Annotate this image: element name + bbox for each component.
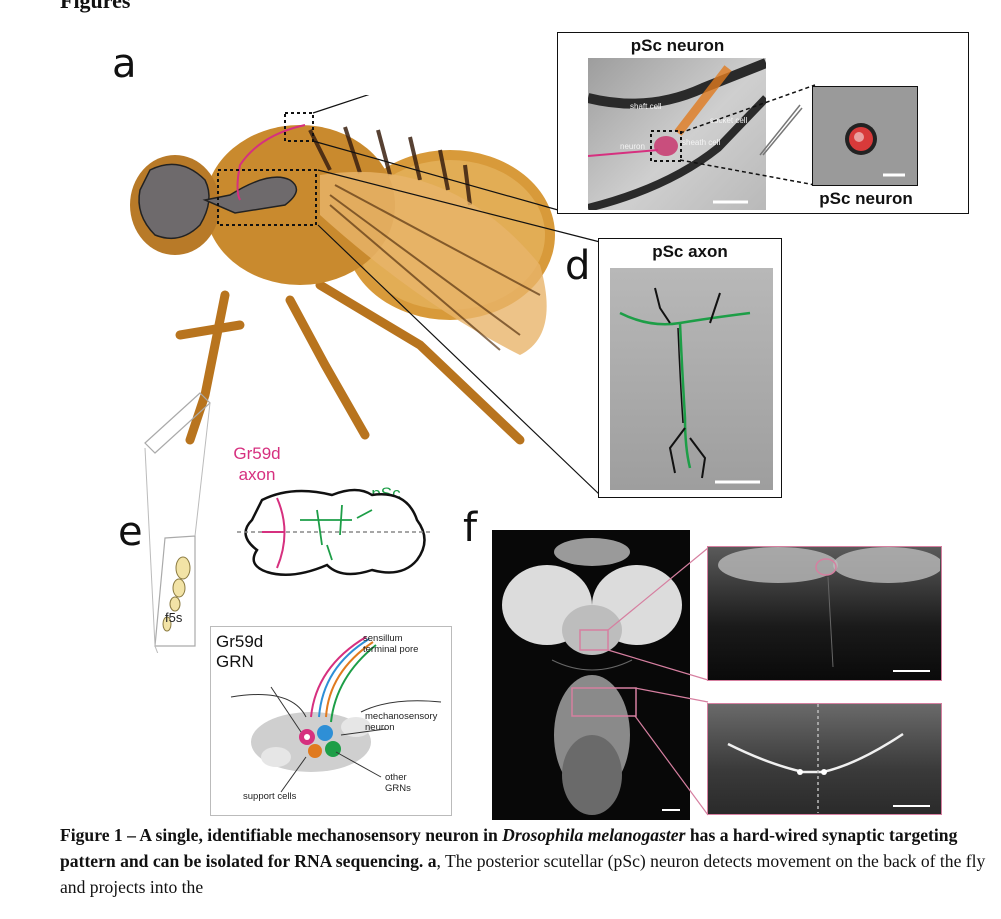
caption-panel-ref: a bbox=[427, 851, 437, 871]
inset-pore-line1: sensillum bbox=[363, 633, 403, 644]
gr59d-axon-label-line2: axon bbox=[238, 465, 276, 484]
caption-body: , The posterior scutellar (pSc) neuron d… bbox=[60, 851, 986, 897]
inset-other-line2: GRNs bbox=[385, 783, 411, 794]
inset-mechano-line2: neuron bbox=[365, 722, 395, 733]
panel-letter-d: d bbox=[565, 243, 591, 289]
inset-pore-label: sensillum terminal pore bbox=[363, 633, 418, 655]
shaft-cell-label: shaft cell bbox=[630, 102, 662, 111]
figures-heading: Figures bbox=[60, 0, 131, 13]
inset-grn-label: Gr59d GRN bbox=[216, 632, 263, 672]
f5s-label: f5s bbox=[165, 610, 183, 625]
inset-pore-line2: terminal pore bbox=[363, 644, 419, 655]
inset-other-line1: other bbox=[385, 772, 407, 783]
gr59d-axon-label-line1: Gr59d bbox=[233, 444, 281, 463]
inset-mechano-line1: mechanosensory bbox=[365, 711, 438, 722]
panel-f-callouts bbox=[607, 547, 709, 816]
inset-mechano-label: mechanosensory neuron bbox=[365, 711, 437, 733]
inset-grn-label-line1: Gr59d bbox=[216, 632, 264, 651]
fly-illustration bbox=[130, 95, 559, 445]
callout-b-to-c bbox=[680, 84, 816, 186]
socket-cell-label: socket cell bbox=[710, 116, 748, 125]
inset-support-label: support cells bbox=[243, 791, 297, 802]
connector-lines-d bbox=[317, 169, 601, 496]
vnc-schematic bbox=[237, 488, 432, 577]
panel-f-inset-bottom bbox=[707, 703, 942, 815]
panel-f-micrograph bbox=[492, 530, 690, 820]
panel-b-title: pSc neuron bbox=[630, 36, 725, 55]
tweezer-sketch bbox=[759, 104, 803, 156]
neuron-label: neuron bbox=[620, 142, 645, 151]
panel-d-title: pSc axon bbox=[652, 242, 728, 261]
panel-d-micrograph bbox=[610, 268, 773, 490]
panel-e-inset: Gr59d GRN sensillum terminal pore mechan… bbox=[210, 626, 452, 816]
caption-species: Drosophila melanogaster bbox=[502, 825, 686, 845]
gr59d-axon-label: Gr59d axon bbox=[222, 443, 292, 485]
caption-title-rest: has a hard-wired synaptic targeting patt… bbox=[60, 825, 958, 871]
panel-letter-e: e bbox=[118, 509, 143, 555]
inset-grn-label-line2: GRN bbox=[216, 652, 254, 671]
panel-letter-f: f bbox=[463, 505, 478, 551]
panel-f-inset-top bbox=[707, 546, 942, 681]
figure-caption: Figure 1 – A single, identifiable mechan… bbox=[60, 822, 990, 900]
panel-b-micrograph: shaft cell socket cell neuron sheath cel… bbox=[588, 58, 766, 210]
sheath-cell-label: sheath cell bbox=[682, 138, 721, 147]
panel-c-title: pSc neuron bbox=[819, 189, 913, 208]
panel-c-micrograph bbox=[812, 86, 918, 186]
panel-letter-a: a bbox=[112, 41, 137, 87]
inset-other-label: other GRNs bbox=[385, 772, 411, 794]
caption-figure-label: Figure 1 – A single, identifiable mechan… bbox=[60, 825, 498, 845]
leg-segments bbox=[144, 392, 211, 653]
